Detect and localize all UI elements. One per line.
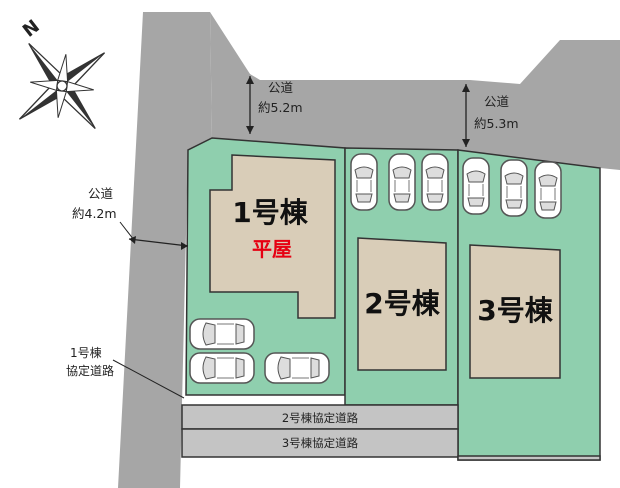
lot-3-access-road-label: 3号棟協定道路 bbox=[282, 436, 359, 450]
car-icon bbox=[388, 153, 416, 211]
car-icon bbox=[189, 318, 255, 350]
north-road bbox=[210, 12, 620, 170]
car-icon bbox=[421, 153, 449, 211]
road-label-line1: 公道 bbox=[268, 80, 294, 95]
lot-3-access-road-end bbox=[457, 455, 601, 461]
building-1-footprint bbox=[209, 154, 336, 319]
road-label-line2: 約5.3m bbox=[474, 116, 519, 131]
lot-3-access-road bbox=[181, 428, 459, 458]
car-icon bbox=[500, 159, 528, 217]
road-width-west: 公道 約4.2m bbox=[72, 186, 189, 250]
road-label-line1: 公道 bbox=[484, 94, 510, 109]
car-icon bbox=[462, 157, 490, 215]
building-3-footprint bbox=[469, 244, 561, 379]
car-icon bbox=[189, 352, 255, 384]
lot-2 bbox=[344, 147, 459, 406]
compass-rose-icon bbox=[18, 42, 106, 130]
building-1-label: 1号棟 bbox=[232, 196, 308, 229]
lot-1-access-label-line1: 1号棟 bbox=[70, 345, 102, 360]
road-label-line1: 公道 bbox=[88, 186, 114, 201]
car-icon bbox=[264, 352, 330, 384]
building-2-label: 2号棟 bbox=[364, 287, 440, 320]
agreement-roads: 2号棟協定道路 3号棟協定道路 bbox=[181, 404, 601, 461]
lot-2-access-road bbox=[181, 404, 459, 430]
building-3-label: 3号棟 bbox=[477, 294, 553, 327]
lot-1-access-callout: 1号棟 協定道路 bbox=[66, 345, 185, 399]
north-label: N bbox=[19, 16, 44, 42]
lot-3 bbox=[457, 149, 601, 461]
building-1-note: 平屋 bbox=[252, 237, 292, 261]
public-roads bbox=[118, 12, 620, 488]
car-icon bbox=[534, 161, 562, 219]
west-road bbox=[118, 12, 212, 488]
road-width-top-left: 公道 約5.2m bbox=[246, 76, 303, 134]
lot-2-access-road-label: 2号棟協定道路 bbox=[282, 411, 359, 425]
road-width-top-right: 公道 約5.3m bbox=[462, 84, 519, 147]
lot-1-access-label-line2: 協定道路 bbox=[66, 363, 114, 378]
road-label-line2: 約5.2m bbox=[258, 100, 303, 115]
road-label-line2: 約4.2m bbox=[72, 206, 117, 221]
car-icon bbox=[350, 153, 378, 211]
building-2-footprint bbox=[357, 237, 447, 371]
